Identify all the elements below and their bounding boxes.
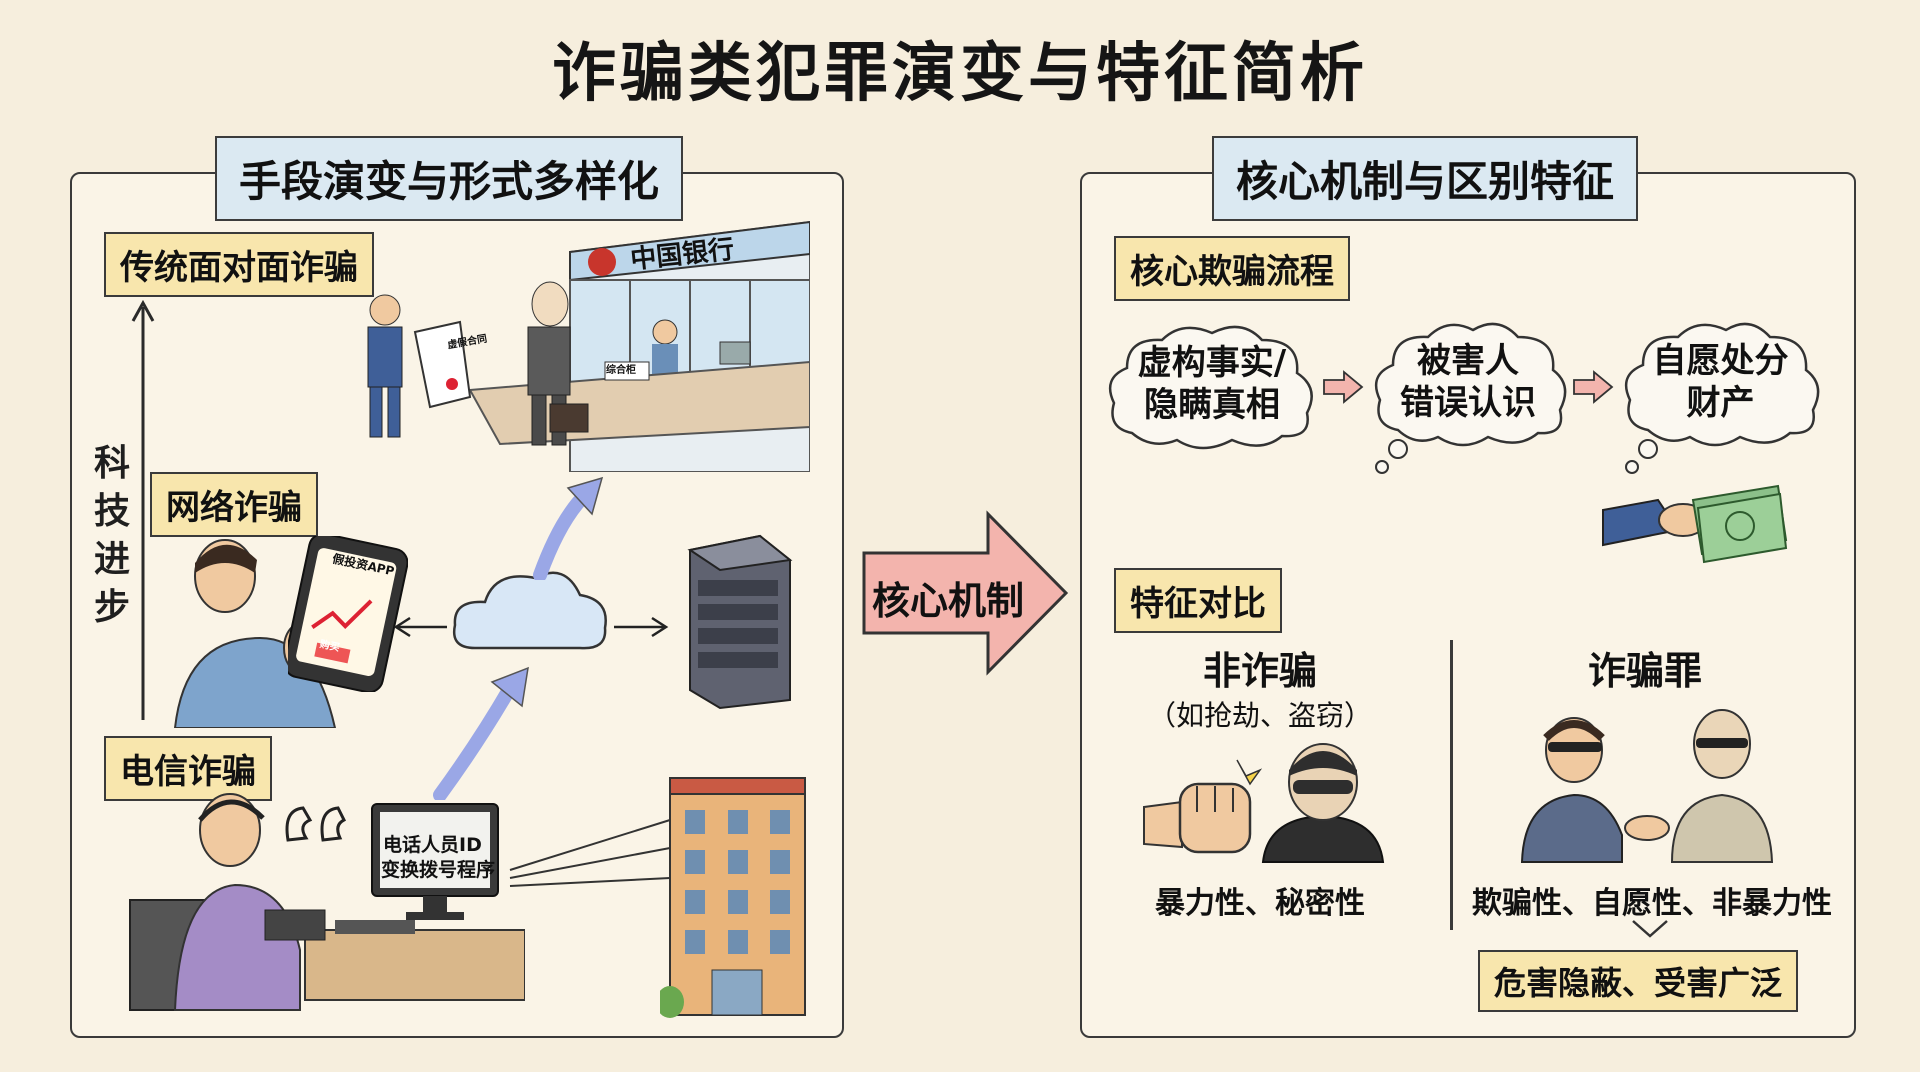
process-step-2-line1: 被害人: [1417, 341, 1519, 381]
process-step-1: 虚构事实/ 隐瞒真相: [1102, 342, 1322, 426]
axis-char: 技: [93, 491, 130, 532]
process-arrow-1: [1323, 370, 1364, 404]
non-fraud-title: 非诈骗: [1202, 649, 1317, 693]
tech-progress-label: 科 技 进 步: [92, 440, 132, 632]
compare-divider: [1450, 640, 1453, 930]
ringing-phone-icon: [285, 806, 347, 842]
bank-scene-illustration: [367, 220, 810, 472]
stage-traditional-tag: 传统面对面诈骗: [104, 232, 374, 297]
fraud-traits: 欺骗性、自愿性、非暴力性: [1472, 886, 1832, 921]
monitor-icon: [371, 803, 499, 920]
call-lines: [509, 819, 671, 887]
stage-telecom-tag: 电信诈骗: [104, 736, 272, 801]
server-icon: [687, 534, 793, 710]
process-step-2: 被害人 错误认识: [1368, 340, 1568, 424]
process-step-1-line1: 虚构事实/: [1137, 343, 1287, 383]
monitor-text-line1: 电话人员ID: [383, 834, 482, 856]
axis-char: 步: [93, 587, 130, 628]
left-panel-title: 手段演变与形式多样化: [215, 136, 684, 221]
target-building-illustration: [660, 777, 806, 1018]
fraud-title: 诈骗罪: [1587, 649, 1702, 693]
axis-char: 进: [93, 539, 130, 580]
process-step-1-line2: 隐瞒真相: [1144, 385, 1280, 425]
fraud-consequence-tag: 危害隐蔽、受害广泛: [1478, 950, 1799, 1012]
phone-icon: [288, 536, 408, 692]
process-arrow-2: [1573, 370, 1614, 404]
call-center-illustration: [129, 793, 525, 1011]
money-handover-icon: [1602, 484, 1788, 564]
cloud-to-server-arrow: [614, 616, 669, 638]
stage-internet-tag: 网络诈骗: [150, 472, 318, 537]
right-panel-title: 核心机制与区别特征: [1212, 136, 1639, 221]
thought-cloud-3: [1624, 322, 1820, 474]
thought-cloud-1: [1108, 325, 1313, 450]
flow-arrow-up-to-bank: [533, 476, 604, 580]
compare-heading: 特征对比: [1114, 568, 1282, 633]
process-step-3-line2: 财产: [1686, 383, 1755, 423]
cloud-to-phone-arrow: [393, 616, 447, 638]
flow-arrow-up-to-cloud: [433, 666, 529, 800]
thought-cloud-2: [1374, 322, 1567, 474]
non-fraud-traits: 暴力性、秘密性: [1155, 886, 1365, 921]
monitor-text-line2: 变换拨号程序: [381, 859, 496, 881]
process-step-3-line1: 自愿处分: [1652, 341, 1789, 381]
process-heading: 核心欺骗流程: [1114, 236, 1350, 301]
core-mechanism-arrow: [862, 510, 1069, 676]
main-title: 诈骗类犯罪演变与特征简析: [552, 37, 1368, 111]
traits-down-arrow: [1632, 920, 1668, 938]
process-step-3: 自愿处分 财产: [1618, 340, 1823, 424]
bank-counter-sign: 综合柜: [606, 365, 636, 376]
fist-icon: [1143, 759, 1262, 854]
robber-icon: [1261, 743, 1385, 863]
axis-char: 科: [93, 443, 130, 484]
handshake-illustration: [1520, 709, 1774, 863]
process-step-2-line2: 错误认识: [1400, 383, 1536, 423]
core-mechanism-label: 核心机制: [872, 579, 1025, 623]
non-fraud-subtitle: （如抢劫、盗窃）: [1147, 699, 1372, 732]
tech-progress-arrow: [131, 299, 155, 720]
